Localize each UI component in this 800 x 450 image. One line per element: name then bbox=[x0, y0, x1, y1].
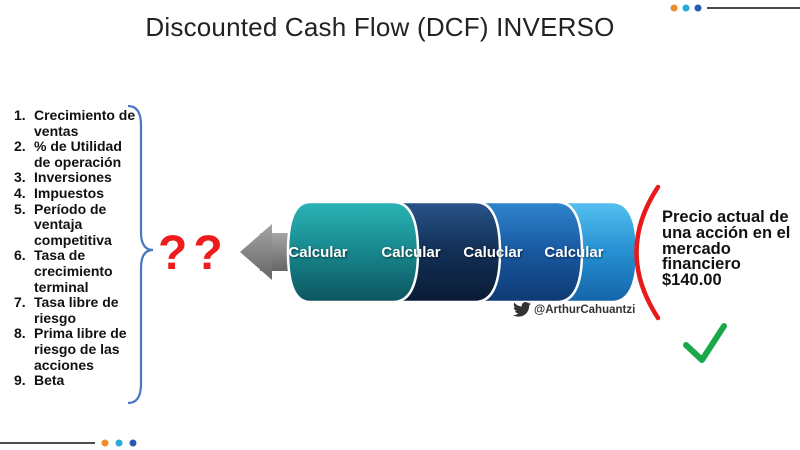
item-number: 5. bbox=[14, 200, 26, 217]
check-icon bbox=[683, 323, 727, 363]
deco-dot-cyan bbox=[682, 4, 690, 12]
item-label: Beta bbox=[34, 372, 65, 389]
item-number: 1. bbox=[14, 107, 26, 123]
list-item: 8. Prima libre de riesgo de las acciones bbox=[14, 326, 142, 373]
cylinder-segment-1 bbox=[286, 200, 420, 304]
step-label-4: Calcular bbox=[544, 244, 604, 261]
item-label: Tasa libre de riesgo bbox=[34, 294, 119, 326]
price-description: Precio actual de una acción en el mercad… bbox=[662, 208, 791, 274]
item-label: % de Utilidad de operación bbox=[34, 138, 122, 170]
step-label-3: Caluclar bbox=[463, 244, 523, 261]
item-number: 6. bbox=[14, 247, 26, 264]
item-label: Prima libre de riesgo de las acciones bbox=[34, 325, 127, 373]
twitter-icon bbox=[513, 302, 531, 317]
item-number: 3. bbox=[14, 169, 26, 186]
step-label-1: Calcular bbox=[288, 244, 348, 261]
list-item: 4. Impuestos bbox=[14, 184, 142, 202]
item-label: Tasa de crecimiento terminal bbox=[34, 247, 113, 295]
item-number: 9. bbox=[14, 372, 26, 389]
deco-dot-orange bbox=[670, 4, 678, 12]
price-value: $140.00 bbox=[662, 271, 722, 290]
item-label: Período de ventaja competitiva bbox=[34, 200, 112, 248]
list-item: 3. Inversiones bbox=[14, 170, 142, 186]
item-number: 7. bbox=[14, 294, 26, 311]
item-number: 8. bbox=[14, 325, 26, 342]
deco-dot-blue bbox=[694, 4, 702, 12]
item-label: Crecimiento de ventas bbox=[34, 107, 136, 139]
list-item: 2. % de Utilidad de operación bbox=[14, 138, 142, 170]
list-item: 9. Beta bbox=[14, 372, 142, 389]
red-arc bbox=[634, 184, 661, 321]
bottom-decoration bbox=[0, 439, 137, 447]
step-label-2: Calcular bbox=[381, 244, 441, 261]
item-number: 4. bbox=[14, 184, 26, 201]
page-title: Discounted Cash Flow (DCF) INVERSO bbox=[145, 12, 615, 42]
curly-brace bbox=[127, 104, 154, 405]
item-label: Inversiones bbox=[34, 169, 112, 186]
handle-text: @ArthurCahuantzi bbox=[534, 303, 636, 316]
deco-dot-blue bbox=[129, 439, 137, 447]
price-box: Precio actual de una acción en el mercad… bbox=[662, 208, 800, 290]
inputs-list: 1. Crecimiento de ventas 2. % de Utilidad … bbox=[14, 107, 142, 389]
list-item: 7. Tasa libre de riesgo bbox=[14, 294, 142, 326]
item-label: Impuestos bbox=[34, 184, 105, 201]
social-handle: @ArthurCahuantzi bbox=[513, 302, 635, 317]
list-item: 6. Tasa de crecimiento terminal bbox=[14, 248, 142, 295]
top-decoration bbox=[670, 4, 800, 12]
deco-dot-orange bbox=[101, 439, 109, 447]
item-number: 2. bbox=[14, 138, 26, 155]
list-item: 5. Período de ventaja competitiva bbox=[14, 200, 142, 249]
list-item: 1. Crecimiento de ventas bbox=[14, 107, 142, 139]
arrow-head bbox=[240, 224, 272, 280]
deco-dot-cyan bbox=[115, 439, 123, 447]
question-marks: ?? bbox=[158, 227, 229, 280]
